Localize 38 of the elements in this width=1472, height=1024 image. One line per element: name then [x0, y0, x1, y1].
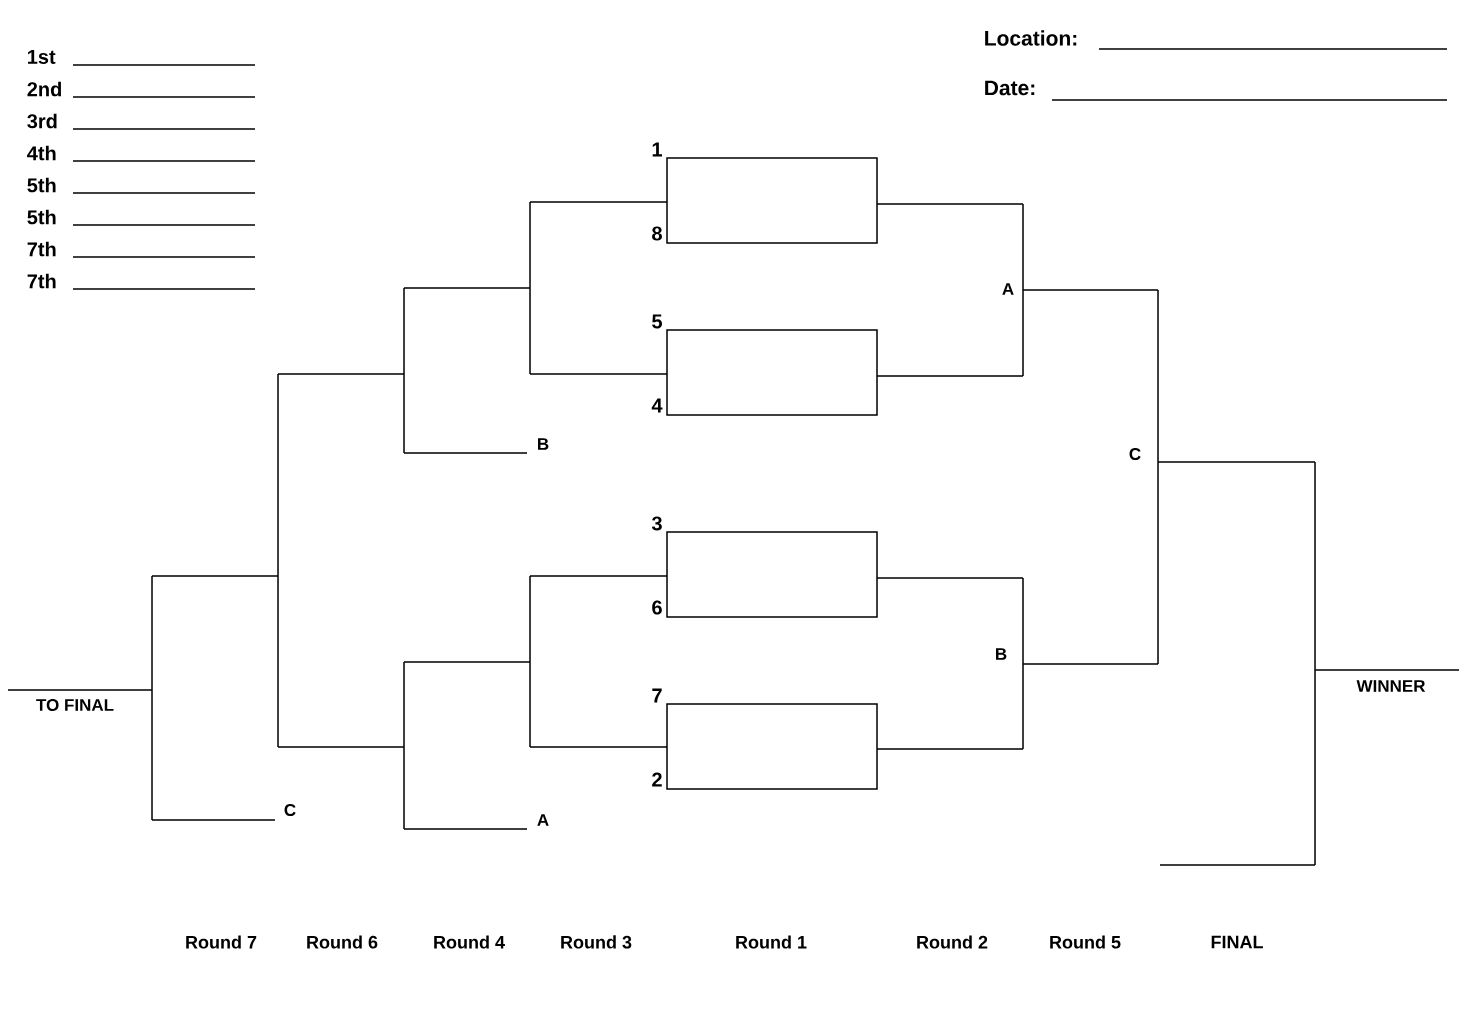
round-label: Round 7: [186, 935, 257, 949]
seed-number: 8: [652, 226, 662, 241]
round-label: Round 4: [434, 935, 505, 949]
match-box: [666, 531, 878, 618]
round-label: Round 5: [1050, 935, 1121, 949]
round-label: Round 1: [736, 935, 807, 949]
placing-label: 7th: [27, 241, 56, 257]
bracket-letter: C: [1129, 448, 1141, 460]
result-label: WINNER: [1356, 680, 1426, 692]
placing-label: 5th: [27, 177, 56, 193]
placing-label: 5th: [27, 209, 56, 225]
round-label: Round 3: [561, 935, 632, 949]
placing-label: 3rd: [27, 113, 57, 129]
field-label: Location:: [985, 30, 1077, 46]
placing-label: 1st: [28, 50, 56, 64]
bracket-letter: B: [538, 438, 549, 450]
placing-label: 7th: [27, 273, 56, 289]
bracket-letter: B: [996, 648, 1007, 660]
placing-label: 2nd: [27, 81, 61, 97]
placing-label: 4th: [27, 145, 56, 161]
match-box: [666, 329, 878, 416]
result-label: TO FINAL: [36, 699, 114, 711]
bracket-letter: C: [284, 804, 296, 816]
seed-number: 5: [652, 314, 662, 329]
round-label: Round 2: [917, 935, 988, 949]
bracket-letter: A: [1002, 283, 1014, 295]
seed-number: 2: [652, 772, 662, 787]
round-label: Round 6: [307, 935, 378, 949]
seed-number: 6: [652, 600, 662, 615]
seed-number: 1: [652, 142, 662, 157]
seed-number: 3: [651, 516, 662, 531]
seed-number: 4: [651, 398, 663, 413]
match-box: [666, 703, 878, 790]
round-label: FINAL: [1211, 935, 1263, 949]
field-label: Date:: [985, 80, 1035, 96]
bracket-letter: A: [537, 814, 549, 826]
match-box: [666, 157, 878, 244]
seed-number: 7: [652, 688, 662, 703]
